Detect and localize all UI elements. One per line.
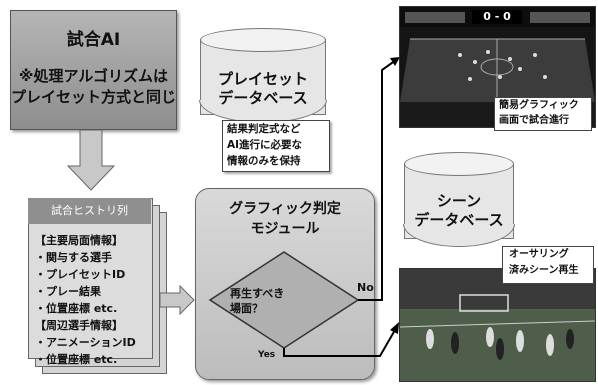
simple-graphics-caption-line2: 画面で試合進行	[499, 115, 569, 126]
playset-db-note-line3: 情報のみを保持	[227, 155, 301, 167]
no-arrowhead	[390, 57, 400, 66]
yes-flow-line	[283, 329, 396, 357]
history-title: 試合ヒストリ列	[28, 198, 151, 224]
scoreboard: 0 - 0	[472, 10, 522, 24]
playset-database-label: プレイセット データベース	[200, 70, 326, 108]
decision-line1: 再生すべき	[230, 287, 285, 300]
graphic-module-line1: グラフィック判定	[229, 201, 341, 217]
playset-db-note: 結果判定式など AI進行に必要な 情報のみを保持	[222, 120, 330, 172]
decision-label: 再生すべき 場面？	[222, 286, 354, 316]
history-line: ・位置座標 etc.	[35, 353, 118, 366]
history-line: 【主要局面情報】	[35, 234, 123, 247]
authored-scene-screenshot	[399, 268, 596, 382]
simple-graphics-caption: 簡易グラフィック 画面で試合進行	[494, 97, 592, 131]
yes-label: Yes	[258, 350, 276, 360]
authored-scene-image	[400, 269, 595, 381]
authored-scene-caption: オーサリング 済みシーン再生	[502, 246, 594, 284]
no-label: No	[357, 281, 374, 294]
down-arrow-ai-to-history	[66, 130, 116, 191]
decision-line2: 場面？	[230, 302, 263, 315]
history-line: ・アニメーションID	[35, 336, 136, 349]
scene-db-line2: データベース	[414, 211, 504, 229]
scene-database-cylinder: シーン データベース	[403, 152, 515, 248]
match-ai-note-line2: プレイセット方式と同じ	[11, 88, 177, 106]
yes-arrowhead	[390, 322, 399, 334]
simple-graphics-caption-line1: 簡易グラフィック	[499, 100, 579, 111]
history-line: ・位置座標 etc.	[35, 302, 118, 315]
scene-db-line1: シーン	[436, 192, 482, 210]
history-line: ・関与する選手	[35, 251, 112, 264]
graphic-module-title: グラフィック判定 モジュール	[196, 199, 374, 239]
playset-db-note-line2: AI進行に必要な	[227, 139, 303, 151]
scene-database-label: シーン データベース	[404, 192, 514, 230]
match-ai-title: 試合AI	[66, 30, 121, 50]
no-flow-line	[358, 59, 397, 301]
graphic-module-line2: モジュール	[250, 221, 320, 237]
authored-scene-caption-line1: オーサリング	[509, 249, 569, 260]
authored-scene-caption-line2: 済みシーン再生	[509, 265, 579, 276]
playset-db-line1: プレイセット	[217, 70, 308, 88]
history-line: ・プレイセットID	[35, 268, 126, 281]
playset-db-note-line1: 結果判定式など	[227, 123, 301, 135]
history-body: 【主要局面情報】 ・関与する選手 ・プレイセットID ・プレー結果 ・位置座標 …	[28, 224, 151, 366]
match-ai-note: ※処理アルゴリズムは プレイセット方式と同じ	[11, 66, 176, 108]
playset-db-line2: データベース	[218, 89, 308, 107]
match-ai-box: 試合AI ※処理アルゴリズムは プレイセット方式と同じ	[10, 10, 177, 130]
history-line: ・プレー結果	[35, 285, 101, 298]
match-ai-note-line1: ※処理アルゴリズムは	[18, 67, 169, 85]
history-line: 【周辺選手情報】	[35, 319, 123, 332]
right-arrow-history-to-module	[160, 285, 195, 315]
